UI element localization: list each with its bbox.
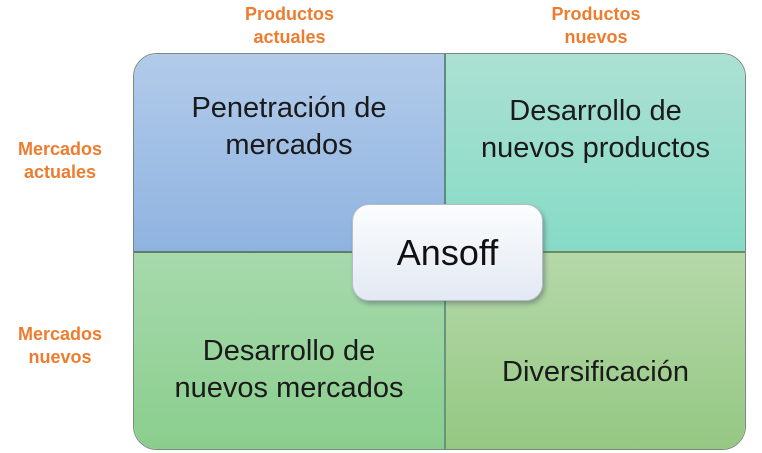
column-header-productos-nuevos: Productos nuevos xyxy=(446,3,746,49)
quadrant-label-line: nuevos productos xyxy=(481,131,710,164)
column-header-line: Productos xyxy=(551,4,641,24)
row-header-line: Mercados xyxy=(17,324,103,344)
quadrant-label-line: nuevos mercados xyxy=(174,372,404,404)
quadrant-market-penetration: Penetración de mercados xyxy=(134,54,446,253)
column-header-line: Productos xyxy=(244,4,334,24)
center-title-box: Ansoff xyxy=(352,204,543,301)
ansoff-matrix: Penetración de mercados Desarrollo de nu… xyxy=(133,53,746,450)
quadrant-label-line: Penetración de xyxy=(191,91,387,124)
center-title: Ansoff xyxy=(396,231,499,273)
row-header-line: actuales xyxy=(23,162,97,182)
quadrant-label-line: Diversificación xyxy=(502,355,689,388)
quadrant-label-line: mercados xyxy=(225,128,353,161)
quadrant-label-line: Desarrollo de xyxy=(202,335,376,367)
column-header-line: actuales xyxy=(253,27,326,47)
quadrant-label-line: Desarrollo de xyxy=(509,94,682,127)
quadrant-new-product-development: Desarrollo de nuevos productos xyxy=(446,54,745,253)
column-header-line: nuevos xyxy=(564,27,628,47)
row-header-mercados-nuevos: Mercados nuevos xyxy=(2,323,118,369)
row-header-mercados-actuales: Mercados actuales xyxy=(2,138,118,184)
column-header-productos-actuales: Productos actuales xyxy=(133,3,446,49)
row-header-line: nuevos xyxy=(28,347,92,367)
row-header-line: Mercados xyxy=(17,139,103,159)
